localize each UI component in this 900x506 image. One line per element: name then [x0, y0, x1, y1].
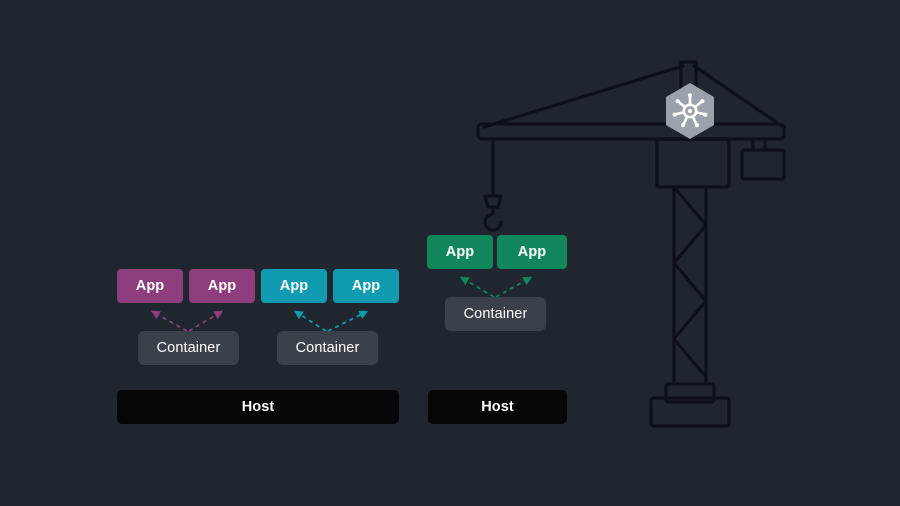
arrow-container1-to-app1 — [150, 310, 188, 332]
app-box-5[interactable]: App — [427, 235, 493, 269]
arrow-container3-to-app5 — [459, 276, 495, 298]
app-box-6[interactable]: App — [497, 235, 567, 269]
app-box-2[interactable]: App — [189, 269, 255, 303]
crane-hook — [483, 212, 503, 232]
crane-tower-lattice — [672, 185, 708, 379]
crane-tie-cable-right — [692, 64, 784, 128]
crane-base-lower — [649, 396, 731, 428]
arrow-container2-to-app4 — [327, 310, 369, 332]
crane-hook-block — [483, 194, 503, 209]
app-box-4[interactable]: App — [333, 269, 399, 303]
crane-counterweight — [740, 148, 786, 181]
crane-jib — [476, 122, 786, 141]
container-box-1[interactable]: Container — [138, 331, 239, 365]
host-box-right[interactable]: Host — [428, 390, 567, 424]
arrow-container1-to-app2 — [188, 310, 224, 332]
arrow-container3-to-app6 — [495, 276, 533, 298]
kubernetes-helm-wheel — [672, 93, 708, 128]
crane-base-upper — [664, 382, 716, 404]
app-box-1[interactable]: App — [117, 269, 183, 303]
kubernetes-hexagon — [666, 83, 714, 139]
host-box-left[interactable]: Host — [117, 390, 399, 424]
crane-mast-post — [679, 60, 698, 124]
crane-counterweight-rods — [751, 137, 767, 152]
app-box-3[interactable]: App — [261, 269, 327, 303]
crane-tie-cable-left — [482, 64, 685, 129]
container-box-3[interactable]: Container — [445, 297, 546, 331]
crane-operator-cab — [655, 137, 731, 189]
arrow-container2-to-app3 — [293, 310, 327, 332]
container-box-2[interactable]: Container — [277, 331, 378, 365]
